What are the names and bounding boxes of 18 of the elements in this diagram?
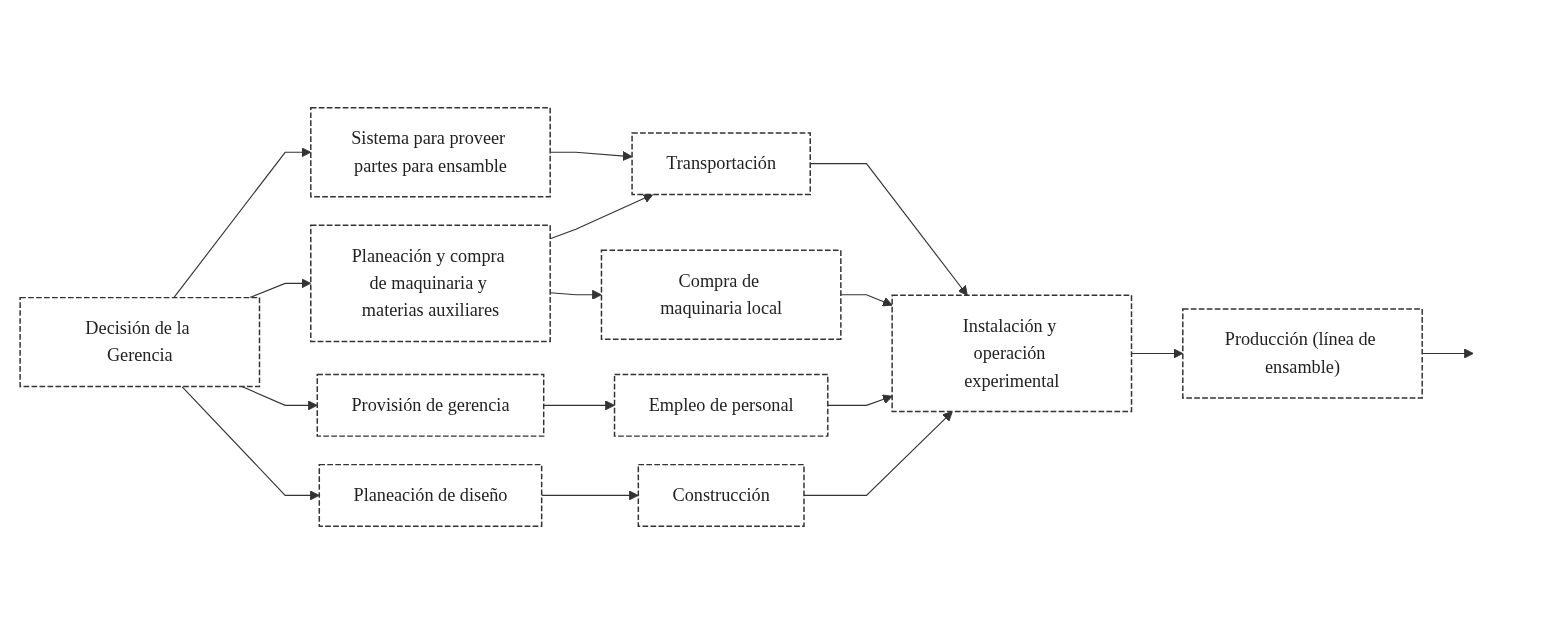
node-box: Construcción (637, 463, 805, 527)
node-box: Planeación de diseño (318, 463, 543, 527)
node-box: Provisión de gerencia (316, 373, 545, 437)
arrow (803, 410, 953, 496)
arrow (543, 399, 615, 410)
node-box: Instalación y operación experimental (891, 294, 1133, 412)
arrow (827, 394, 893, 406)
node-box: Planeación y compra de maquinaria y materias auxiliares (310, 224, 551, 342)
arrow (541, 489, 639, 500)
node-box: Compra de maquinaria local (600, 249, 842, 340)
node-box: Empleo de personal (613, 373, 829, 437)
arrow (241, 385, 318, 410)
node-box: Producción (línea de ensamble) (1182, 307, 1423, 399)
arrow (840, 293, 893, 306)
node-box: Decisión de la Gerencia (19, 296, 261, 387)
node-box: Transportación (631, 131, 811, 195)
node-box: Sistema para proveer partes para ensamble (310, 106, 551, 197)
arrow (181, 385, 320, 500)
